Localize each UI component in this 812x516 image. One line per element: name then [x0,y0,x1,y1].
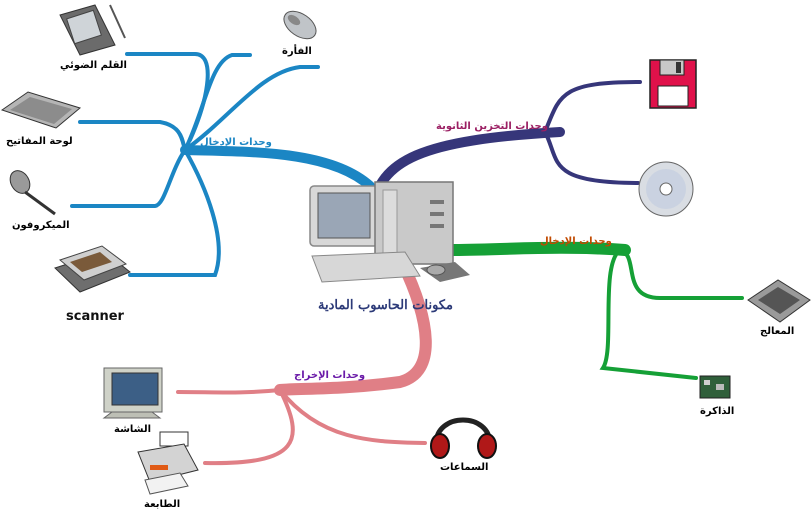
label-scanner: scanner [66,309,124,324]
monitor-icon [102,367,163,419]
computer-icon [309,181,470,283]
processor-icon [747,279,811,323]
scanner-icon [54,245,131,293]
headphones-icon [430,417,497,459]
label-printer: الطابعة [144,499,181,510]
output-branch-lines [176,256,432,466]
label-keyboard: لوحة المفاتيح [6,136,73,147]
cd-icon [638,161,694,217]
label-memory: الذاكرة [700,406,735,417]
label-processor: المعالج [760,326,795,337]
microphone-icon [9,170,56,216]
label-mouse: الفأرة [282,46,312,57]
center-title: مكونات الحاسوب المادية [318,298,453,313]
floppy-disk-icon [649,59,697,109]
branch-label-output: وحدات الإخراج [294,370,366,381]
process-branch-lines [444,241,744,380]
label-microphone: الميكروفون [12,220,70,231]
label-headphones: السماعات [440,462,489,473]
keyboard-icon [0,91,82,129]
label-stylus: القلم الضوئي [60,60,127,71]
label-monitor: الشاشة [114,424,152,435]
input-branch-lines [70,52,375,277]
printer-icon [137,431,199,495]
branch-label-process: وحدات الإدخال [540,236,612,247]
mouse-icon [283,10,317,40]
memory-icon [699,375,731,399]
stylus-icon [59,4,126,56]
branch-label-input-left: وحدات الإدخال [200,137,272,148]
branch-label-storage: وحدات التخزين الثانوية [436,121,548,132]
